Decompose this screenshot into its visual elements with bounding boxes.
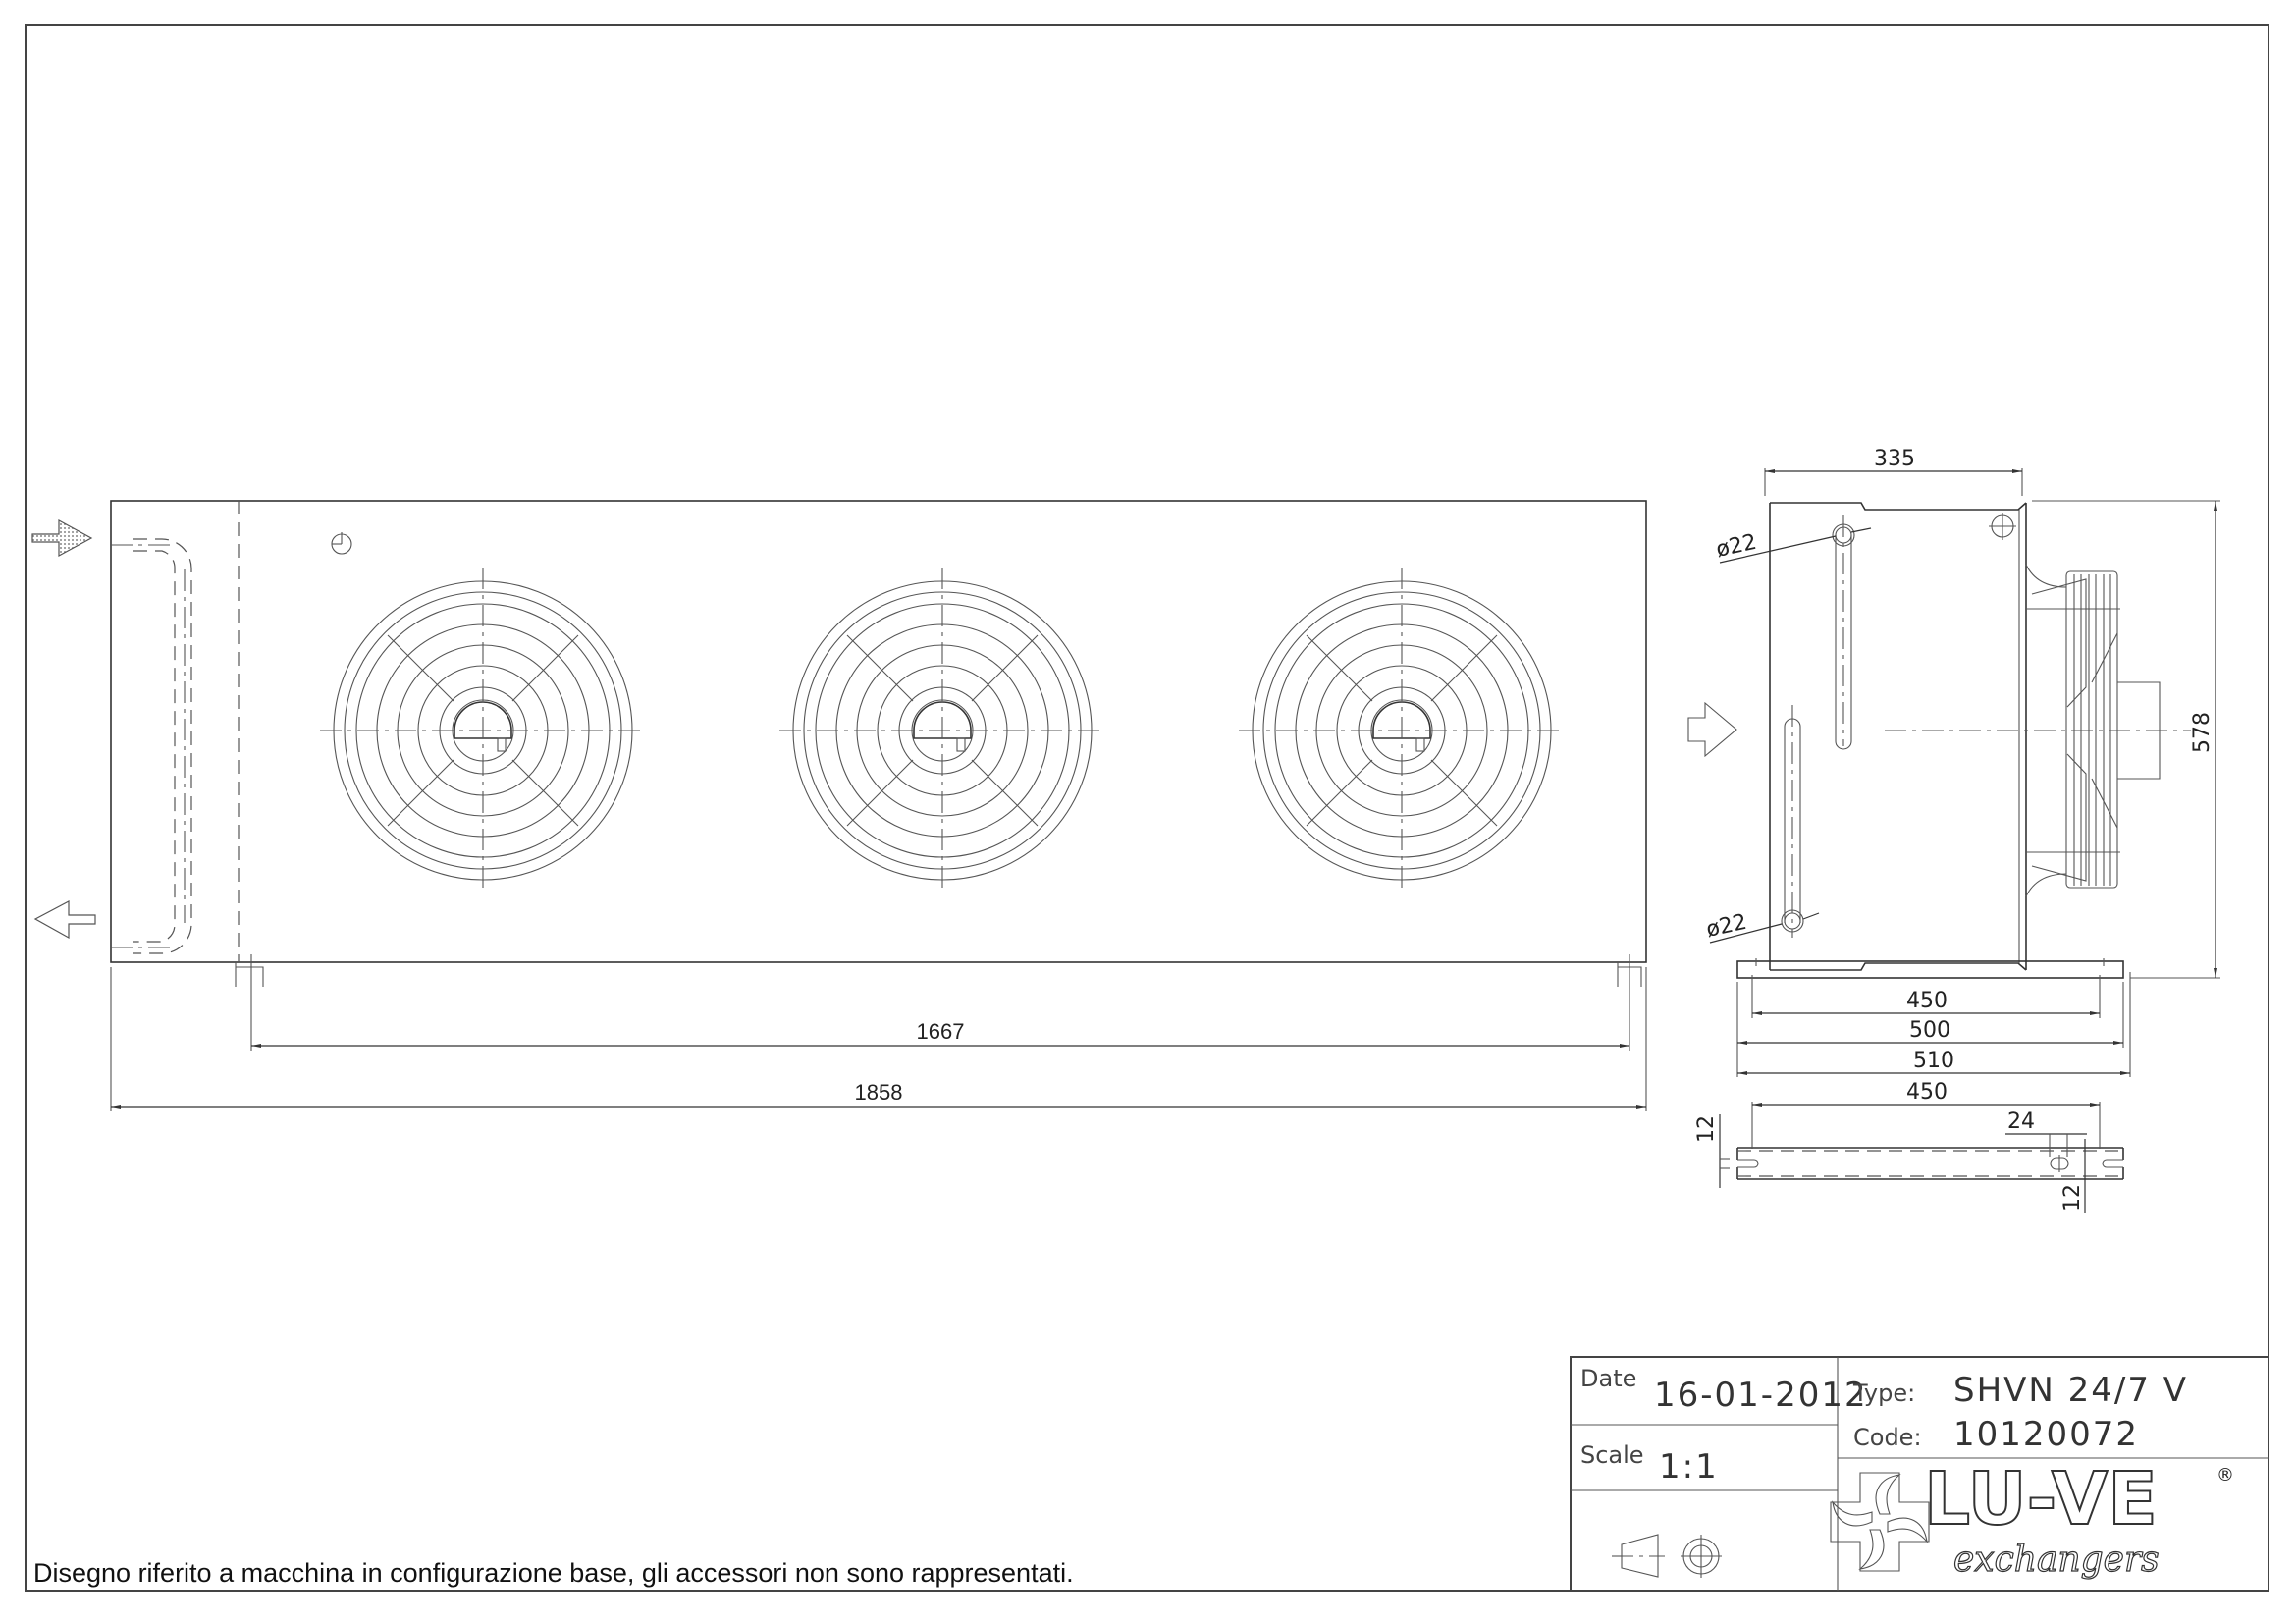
side-view: ø22 ø22 <box>1687 447 2220 1077</box>
luve-logo: LU-VE ® exchangers <box>1830 1456 2234 1581</box>
outlet-arrow-icon <box>33 900 96 940</box>
logo-subtitle: exchangers <box>1953 1540 2160 1580</box>
dimension-335: 335 <box>1764 447 2023 496</box>
fan-guard-profile <box>2025 564 2161 897</box>
coil-piping <box>111 538 192 954</box>
dimension-label: 1858 <box>855 1080 903 1105</box>
date-value: 16-01-2012 <box>1654 1376 1868 1415</box>
type-label: Type: <box>1852 1380 1915 1407</box>
dimension-label: 1667 <box>917 1019 965 1044</box>
unit-casing <box>110 500 1647 963</box>
dimension-578: 578 <box>2032 500 2220 979</box>
dimension-label: 500 <box>1909 1018 1950 1043</box>
airflow-arrow-icon <box>1687 701 1737 758</box>
dimension-1667: 1667 <box>251 1019 1629 1048</box>
foot-detail: 450 24 12 12 <box>1694 1080 2124 1213</box>
dimension-label: 510 <box>1913 1049 1954 1073</box>
dimension-label: 450 <box>1906 1080 1948 1105</box>
scale-value: 1:1 <box>1659 1447 1719 1487</box>
dimension-label: 12 <box>1694 1115 1719 1143</box>
dimension-label: 24 <box>2007 1110 2035 1134</box>
dimension-label: 12 <box>2060 1184 2085 1212</box>
base-foot <box>1736 960 2124 979</box>
front-view: 1667 1858 <box>31 500 1647 1111</box>
logo-text: LU-VE <box>1924 1457 2158 1542</box>
dimension-450-500-510: 450 500 510 <box>1736 972 2131 1077</box>
registered-mark: ® <box>2216 1465 2234 1486</box>
dimension-label: ø22 <box>1704 910 1749 943</box>
vent-plug-icon <box>331 532 352 555</box>
first-angle-projection-icon <box>1612 1534 1722 1578</box>
dimension-1858: 1858 <box>110 967 1647 1111</box>
fan-3-icon <box>1238 567 1566 894</box>
dimension-label: 335 <box>1874 447 1915 471</box>
fan-1-icon <box>319 567 647 894</box>
date-label: Date <box>1580 1365 1636 1392</box>
dimension-label: 578 <box>2190 712 2215 753</box>
code-label: Code: <box>1853 1424 1922 1451</box>
type-value: SHVN 24/7 V <box>1953 1371 2188 1410</box>
code-value: 10120072 <box>1953 1415 2139 1454</box>
foot-right <box>1617 962 1642 987</box>
sheet-border <box>25 24 2269 1592</box>
foot-left <box>235 962 264 987</box>
inlet-arrow-icon <box>31 518 93 558</box>
scale-label: Scale <box>1580 1441 1644 1469</box>
drawing-note: Disegno riferito a macchina in configura… <box>33 1558 1074 1588</box>
fan-2-icon <box>778 567 1106 894</box>
dimension-label: 450 <box>1906 989 1948 1013</box>
title-block: Date 16-01-2012 Scale 1:1 Type: SHVN 24/… <box>1570 1356 2269 1592</box>
luve-swirl-icon <box>1830 1472 1930 1572</box>
dimension-label: ø22 <box>1714 530 1759 563</box>
